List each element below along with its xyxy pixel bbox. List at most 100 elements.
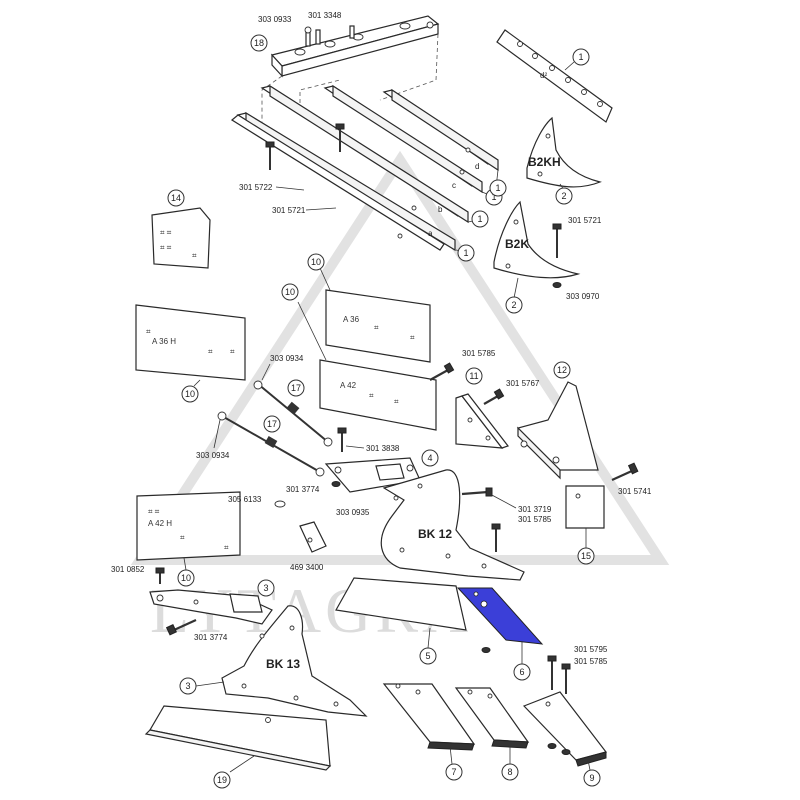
callout-2-a [555, 187, 573, 205]
svg-text:⌗: ⌗ [369, 391, 374, 400]
part-bk12-frog[interactable]: BK 12 [380, 469, 525, 581]
callout-9 [583, 769, 601, 787]
part-4693400[interactable] [299, 521, 327, 553]
svg-text:⌗ ⌗: ⌗ ⌗ [160, 228, 172, 237]
code-3015767: 301 5767 [506, 379, 540, 388]
svg-text:5: 5 [425, 651, 430, 661]
part-9-share[interactable] [522, 691, 608, 767]
callout-15 [577, 547, 595, 565]
bolt-3015721[interactable] [335, 123, 345, 152]
code-3015721b: 301 5721 [568, 216, 602, 225]
part-14-plate[interactable]: ⌗ ⌗ ⌗ ⌗ ⌗ [151, 207, 211, 269]
svg-text:⌗ ⌗: ⌗ ⌗ [160, 243, 172, 252]
code-3015785c: 301 5785 [574, 657, 608, 666]
svg-text:⌗: ⌗ [410, 333, 415, 342]
bolt-3015785-b[interactable] [491, 523, 501, 552]
part-4-clamp[interactable] [324, 457, 421, 493]
part-6-share-highlighted[interactable] [456, 587, 544, 645]
part-15-plate[interactable] [565, 485, 605, 529]
svg-text:⌗: ⌗ [146, 327, 151, 336]
svg-text:⌗: ⌗ [224, 543, 229, 552]
svg-text:2: 2 [561, 191, 566, 201]
nut-part-6[interactable] [481, 647, 491, 653]
svg-text:6: 6 [519, 667, 524, 677]
svg-text:10: 10 [185, 389, 195, 399]
svg-text:⌗ ⌗: ⌗ ⌗ [148, 507, 160, 516]
code-3015722: 301 5722 [239, 183, 273, 192]
bolt-3015741[interactable] [611, 462, 639, 482]
a42-label: A 42 [340, 381, 357, 390]
part-17-stay-lower[interactable] [217, 411, 325, 477]
svg-text:7: 7 [451, 767, 456, 777]
svg-text:15: 15 [581, 551, 591, 561]
part-7-share[interactable] [382, 683, 476, 751]
bolt-3015795[interactable] [547, 655, 557, 749]
blade-b-label: b [438, 205, 443, 214]
part-11-bracket[interactable] [455, 393, 509, 449]
part-bk13-frog[interactable]: BK 13 [221, 605, 368, 717]
bk13-label: BK 13 [266, 657, 300, 671]
callout-7 [445, 763, 463, 781]
svg-text:3: 3 [185, 681, 190, 691]
svg-text:1: 1 [463, 248, 468, 258]
callout-1-b [471, 210, 489, 228]
svg-text:10: 10 [181, 573, 191, 583]
part-12-landside[interactable] [516, 381, 599, 480]
callout-2-b [505, 296, 523, 314]
bk12-label: BK 12 [418, 527, 452, 541]
blade-d[interactable]: d [382, 88, 499, 172]
bolt-3013774-b[interactable] [165, 618, 197, 636]
part-2-b2k[interactable]: B2K [493, 200, 581, 279]
part-10-a36[interactable]: A 36 ⌗ ⌗ [325, 289, 431, 363]
b2k-label: B2K [505, 237, 529, 251]
part-5-share[interactable] [335, 577, 467, 631]
svg-text:1: 1 [477, 214, 482, 224]
callout-3-a [257, 579, 275, 597]
svg-text:17: 17 [267, 419, 277, 429]
blade-c[interactable]: c [323, 84, 483, 194]
code-3013348: 301 3348 [308, 11, 342, 20]
callout-12 [553, 361, 571, 379]
part-1-d2-blade[interactable]: d² [496, 29, 613, 123]
callout-5 [419, 647, 437, 665]
part-19-share[interactable] [144, 705, 332, 771]
bolt-3015722[interactable] [265, 141, 275, 170]
part-3-beam-bracket[interactable] [149, 589, 273, 625]
a42h-label: A 42 H [148, 519, 172, 528]
part-18-bracket[interactable] [270, 15, 440, 78]
d2-label: d² [540, 71, 547, 80]
code-3015795: 301 5795 [574, 645, 608, 654]
washer-3056133[interactable] [274, 500, 286, 508]
code-4693400: 469 3400 [290, 563, 324, 572]
callout-1-e [572, 48, 590, 66]
code-3030970: 303 0970 [566, 292, 600, 301]
bolt-3015785-a[interactable] [429, 362, 455, 381]
bolt-3013719[interactable] [461, 487, 493, 497]
bolt-3015767[interactable] [483, 388, 505, 405]
svg-text:2: 2 [511, 300, 516, 310]
part-10-a42[interactable]: A 42 ⌗ ⌗ [319, 359, 437, 431]
bolt-3013838[interactable] [337, 427, 347, 452]
bolt-3015785-c[interactable] [561, 663, 571, 755]
svg-text:12: 12 [557, 365, 567, 375]
callout-1-a [457, 244, 475, 262]
part-8-share[interactable] [454, 687, 530, 749]
svg-text:8: 8 [507, 767, 512, 777]
callout-14 [167, 189, 185, 207]
blade-c-label: c [452, 181, 456, 190]
nut-3030935[interactable] [331, 481, 341, 487]
part-17-stay-upper[interactable] [253, 380, 333, 447]
bolt-3015721-b[interactable] [552, 223, 562, 288]
blade-a[interactable]: a [230, 111, 456, 252]
part-10-a36h[interactable]: A 36 H ⌗ ⌗ ⌗ [135, 304, 246, 381]
code-3030935: 303 0935 [336, 508, 370, 517]
callout-17-a [287, 379, 305, 397]
svg-text:4: 4 [427, 453, 432, 463]
code-3015785a: 301 5785 [462, 349, 496, 358]
bolt-3010852[interactable] [155, 567, 165, 584]
svg-text:⌗: ⌗ [374, 323, 379, 332]
part-10-a42h[interactable]: A 42 H ⌗ ⌗ ⌗ ⌗ [136, 491, 241, 561]
part-2-b2kh[interactable]: B2KH [526, 116, 602, 188]
svg-text:⌗: ⌗ [208, 347, 213, 356]
